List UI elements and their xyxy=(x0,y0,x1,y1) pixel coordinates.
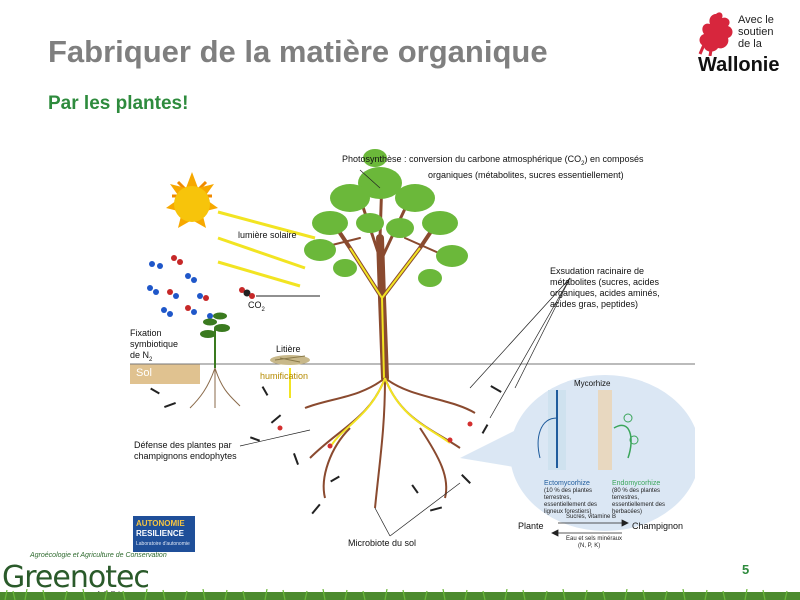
ectomycorhize-label: Ectomycorhize xyxy=(544,480,590,487)
exudation-label-1: Exsudation racinaire de xyxy=(550,266,645,276)
greenotec-tagline: Agroécologie et Agriculture de Conservat… xyxy=(30,552,167,559)
pointer-lines xyxy=(239,169,571,537)
endomycorhize-label: Endomycorhize xyxy=(612,480,661,487)
endomycorhize-note: (80 % des plantes terrestres, essentiell… xyxy=(612,488,666,515)
autonomie-line1: AUTONOMIE xyxy=(136,519,185,528)
fixation-label-2: symbiotique xyxy=(130,339,179,349)
exchange-plant-label: Plante xyxy=(518,521,544,531)
ectomycorhize-note: (10 % des plantes terrestres, essentiell… xyxy=(544,488,598,515)
soil-label: Sol xyxy=(136,367,152,379)
fixation-label-3: de N2 xyxy=(130,350,153,363)
wallonie-logo: Avec le soutien de la Wallonie xyxy=(694,10,794,80)
defense-label-1: Défense des plantes par xyxy=(134,440,232,450)
mycorhize-title: Mycorhize xyxy=(574,379,611,388)
photosynthesis-label: Photosynthèse : conversion du carbone at… xyxy=(342,154,644,167)
molecules-icon xyxy=(147,255,213,319)
slide-title: Fabriquer de la matière organique xyxy=(48,34,548,69)
diagram: Photosynthèse : conversion du carbone at… xyxy=(130,128,695,556)
exudation-label-4: acides gras, peptides) xyxy=(550,299,639,309)
sunlight-label: lumière solaire xyxy=(238,230,297,240)
exchange-bottom-label-2: (N, P, K) xyxy=(578,543,601,549)
litter-label: Litière xyxy=(276,344,301,354)
exchange-fungus-label: Champignon xyxy=(632,521,684,531)
autonomie-line3: Laboratoire d'autonomie xyxy=(136,541,190,547)
exudation-label-2: métabolites (sucres, acides xyxy=(550,277,660,287)
wallonie-line2: soutien xyxy=(738,26,774,38)
mycorhize-roots-icon xyxy=(537,390,639,470)
litter-icon xyxy=(270,355,310,398)
exudation-label-3: organiques, acides aminés, xyxy=(550,288,660,298)
root-sap xyxy=(329,377,451,449)
sap-flow xyxy=(349,247,421,379)
defense-label-2: champignons endophytes xyxy=(134,451,237,461)
sun-icon xyxy=(166,172,218,228)
slide-subtitle: Par les plantes! xyxy=(48,93,189,114)
wallonie-name: Wallonie xyxy=(698,54,780,76)
microbiota-label: Microbiote du sol xyxy=(348,538,417,548)
tree-foliage xyxy=(304,149,468,287)
soil-band xyxy=(130,364,200,384)
rooster-icon xyxy=(698,12,733,56)
exchange-top-label: Sucres, vitamine B xyxy=(566,514,617,520)
exchange-bottom-label-1: Eau et sels minéraux xyxy=(566,536,623,542)
co2-label: CO2 xyxy=(248,300,265,313)
wallonie-line1: Avec le xyxy=(738,14,774,26)
wallonie-line3: de la xyxy=(738,38,762,50)
autonomie-line2: RESILIENCE xyxy=(136,529,185,538)
co2-molecule-icon xyxy=(239,287,320,299)
exchange-arrows xyxy=(551,519,629,537)
page-number: 5 xyxy=(742,562,750,577)
fixation-label-1: Fixation xyxy=(130,328,162,338)
grass-footer xyxy=(0,589,800,600)
diagram-illustration xyxy=(130,149,695,556)
photosynthesis-label-2: organiques (métabolites, sucres essentie… xyxy=(428,170,624,180)
soil-microbiota xyxy=(150,385,507,515)
sunlight-arrows xyxy=(217,210,316,288)
exudate-markers xyxy=(277,421,473,449)
legume-plant-icon xyxy=(189,312,241,409)
autonomie-resilience-logo: AUTONOMIE RESILIENCE Laboratoire d'auton… xyxy=(133,516,195,552)
humification-label: humification xyxy=(260,371,309,381)
